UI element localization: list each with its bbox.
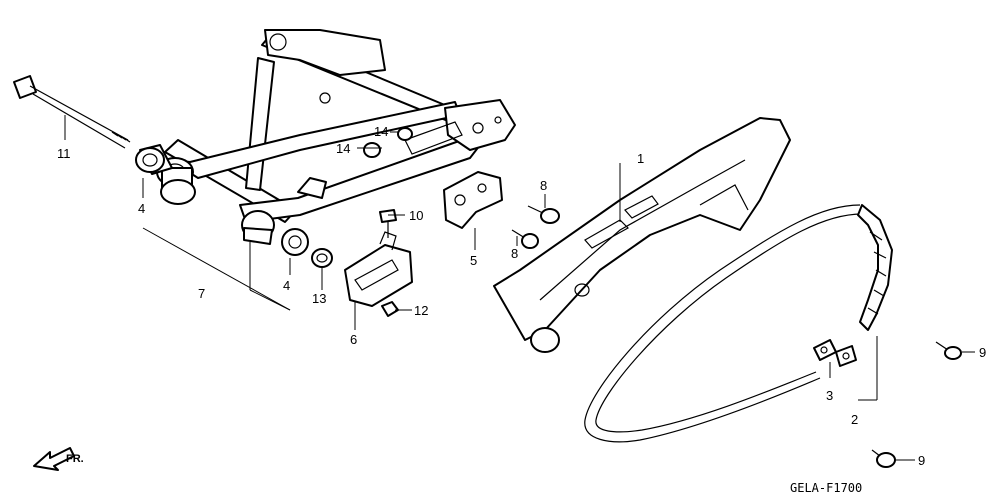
chain-guide-plate xyxy=(443,171,503,229)
nut-14 xyxy=(363,127,413,158)
leader-lines xyxy=(64,115,975,461)
pivot-bushing-upper xyxy=(135,144,173,175)
part-label-9-lower: 9 xyxy=(918,453,925,468)
bolt-10 xyxy=(379,209,397,238)
pivot-bolt xyxy=(13,75,131,149)
part-label-13: 13 xyxy=(312,291,326,306)
part-label-8-lower: 8 xyxy=(511,246,518,261)
bolt-9-upper xyxy=(935,341,962,360)
part-label-7: 7 xyxy=(198,286,205,301)
part-label-9-upper: 9 xyxy=(979,345,986,360)
diagram-code: GELA-F1700 xyxy=(790,481,862,495)
part-label-3: 3 xyxy=(826,388,833,403)
nut-12 xyxy=(381,301,399,317)
swingarm xyxy=(156,29,516,223)
part-label-8-upper: 8 xyxy=(540,178,547,193)
collar xyxy=(311,248,333,268)
bolt-8-upper xyxy=(527,205,560,224)
part-label-6: 6 xyxy=(350,332,357,347)
bolt-9-lower xyxy=(871,449,896,468)
front-direction-indicator: FR. xyxy=(33,447,84,471)
part-label-14-lower: 14 xyxy=(336,141,350,156)
chain-slider xyxy=(344,231,413,307)
master-link xyxy=(813,339,857,367)
part-label-11: 11 xyxy=(57,146,71,161)
chain-case xyxy=(493,117,791,353)
direction-label: FR. xyxy=(66,453,84,465)
pivot-bushing-lower xyxy=(241,210,309,256)
part-label-10: 10 xyxy=(409,208,423,223)
part-label-12: 12 xyxy=(414,303,428,318)
part-label-4-lower: 4 xyxy=(283,278,290,293)
part-label-4-upper: 4 xyxy=(138,201,145,216)
part-label-5: 5 xyxy=(470,253,477,268)
part-label-1: 1 xyxy=(637,151,644,166)
part-label-14-upper: 14 xyxy=(374,124,388,139)
bolt-8-lower xyxy=(511,229,539,249)
part-label-2: 2 xyxy=(851,412,858,427)
drive-chain xyxy=(584,204,893,443)
